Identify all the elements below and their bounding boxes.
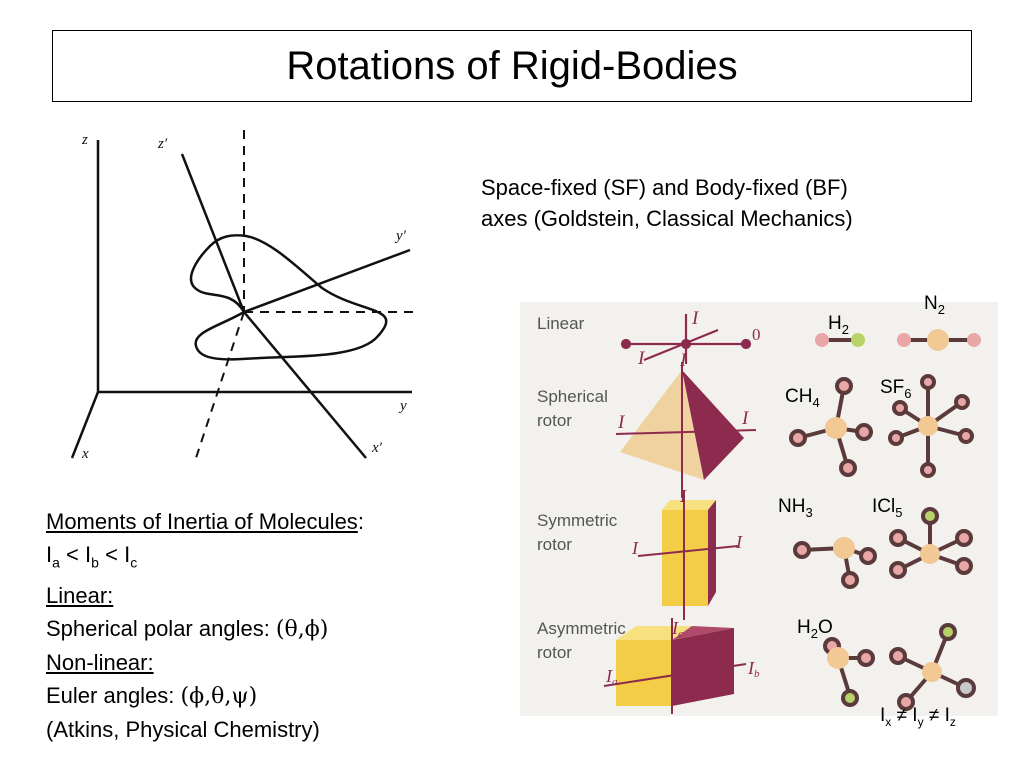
moments-heading-line: Moments of Inertia of Molecules: (46, 509, 364, 534)
rigid-body-outline (189, 234, 388, 361)
spherical-I-left: I (617, 412, 626, 433)
icl5-molecule (889, 507, 973, 579)
label-h2: H2 (828, 313, 849, 337)
zp-axis (180, 153, 246, 313)
n2-molecule (897, 329, 981, 351)
x-label: x (81, 446, 89, 462)
row-label-asymmetric-1: Asymmetric (537, 619, 626, 638)
xp-axis (243, 311, 367, 459)
spherical-angles: (θ,ϕ) (275, 617, 329, 643)
label-ch4: CH4 (785, 386, 820, 410)
sf6-molecule (888, 374, 974, 478)
euler-angles-line: Euler angles: (ϕ,θ,ψ) (46, 683, 258, 710)
label-n2: N2 (924, 293, 945, 317)
asymmetric-box (603, 618, 747, 714)
symmetric-I-left: I (631, 538, 639, 558)
slide-title: Rotations of Rigid-Bodies (286, 43, 738, 88)
caption-line-1: Space-fixed (SF) and Body-fixed (BF) (481, 175, 848, 200)
linear-rod (620, 314, 752, 364)
y-label: y (398, 398, 407, 414)
atkins-reference: (Atkins, Physical Chemistry) (46, 717, 320, 743)
linear-I-left: I (637, 348, 646, 369)
x-axis (70, 391, 100, 459)
linear-zero: 0 (752, 325, 761, 344)
row-label-spherical-2: rotor (537, 411, 572, 430)
caption-line-2: axes (Goldstein, Classical Mechanics) (481, 206, 853, 231)
asymmetric-molecule (889, 623, 976, 711)
linear-I-top: I (691, 308, 700, 329)
linear-heading: Linear: (46, 583, 114, 609)
molecule-diagram: Linear Spherical rotor Symmetric rotor A… (537, 308, 981, 714)
nonlinear-heading: Non-linear: (46, 650, 154, 676)
row-label-symmetric-1: Symmetric (537, 511, 618, 530)
label-nh3: NH3 (778, 496, 813, 520)
axes-figure: z z′ y′ y x x′ (70, 130, 415, 462)
symmetric-prism (637, 490, 739, 620)
row-label-asymmetric-2: rotor (537, 643, 572, 662)
yp-label: y′ (394, 228, 407, 244)
euler-angles: (ϕ,θ,ψ) (180, 684, 258, 710)
row-label-linear: Linear (537, 314, 585, 333)
h2o-molecule (823, 637, 875, 707)
axes-caption: Space-fixed (SF) and Body-fixed (BF) axe… (481, 172, 981, 234)
nh3-molecule (793, 537, 877, 589)
label-sf6: SF6 (880, 377, 912, 401)
asymmetric-I-a: Ia (605, 666, 618, 688)
xp-label: x′ (371, 440, 383, 456)
label-icl5: ICl5 (872, 496, 903, 520)
spherical-tetrahedron (615, 362, 757, 498)
inertia-order: Ia < Ib < Ic (46, 542, 138, 571)
yp-axis (243, 248, 411, 314)
symmetric-I-top: I (679, 486, 687, 506)
label-h2o: H2O (797, 617, 833, 641)
inertia-inequality: Ix ≠ Iy ≠ Iz (880, 705, 956, 729)
h2-molecule (815, 333, 865, 347)
moments-heading: Moments of Inertia of Molecules (46, 509, 358, 534)
molecule-panel: Linear Spherical rotor Symmetric rotor A… (520, 302, 998, 716)
asymmetric-I-c: Ic (671, 618, 683, 640)
symmetric-I-right: I (735, 532, 743, 552)
zp-label: z′ (157, 136, 168, 152)
spherical-I-top: I (679, 350, 688, 371)
row-label-symmetric-2: rotor (537, 535, 572, 554)
x-projection (195, 311, 245, 459)
inertia-text-block: Moments of Inertia of Molecules: Ia < Ib… (46, 505, 364, 746)
z-label: z (81, 132, 88, 148)
row-label-spherical-1: Spherical (537, 387, 608, 406)
spherical-I-right: I (741, 408, 750, 429)
title-box: Rotations of Rigid-Bodies (52, 30, 972, 102)
ch4-molecule (789, 377, 873, 477)
spherical-angles-line: Spherical polar angles: (θ,ϕ) (46, 616, 329, 643)
asymmetric-I-b: Ib (747, 658, 760, 680)
